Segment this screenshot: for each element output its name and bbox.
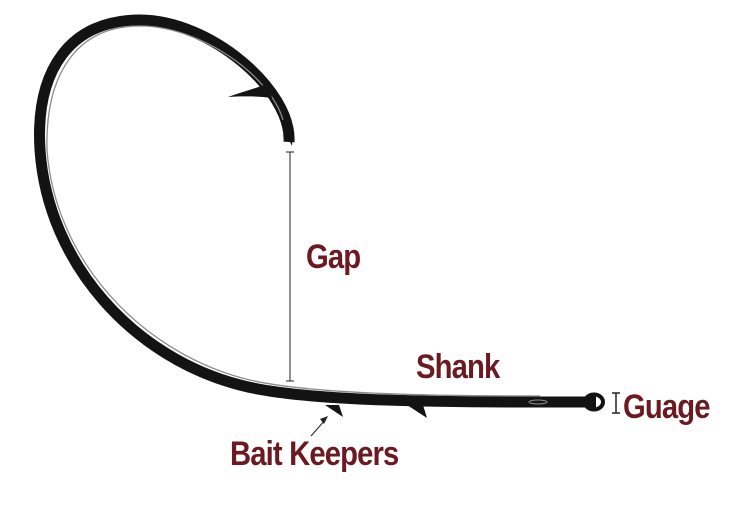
bait-keepers-label: Bait Keepers [230,435,399,473]
bait-keeper-barb [407,405,427,418]
bait-keepers-arrowhead [320,416,328,424]
hook-eye [583,392,605,412]
bait-keeper-barb [325,405,343,417]
gauge-label: Guage [623,388,711,426]
hook-highlight [46,25,541,397]
hook-bend-and-shank [34,14,596,408]
shank-label: Shank [416,348,500,386]
hook-point [284,128,293,146]
gap-label: Gap [306,238,361,276]
hook-eye-detail [528,399,548,405]
hook-barb [228,83,272,98]
